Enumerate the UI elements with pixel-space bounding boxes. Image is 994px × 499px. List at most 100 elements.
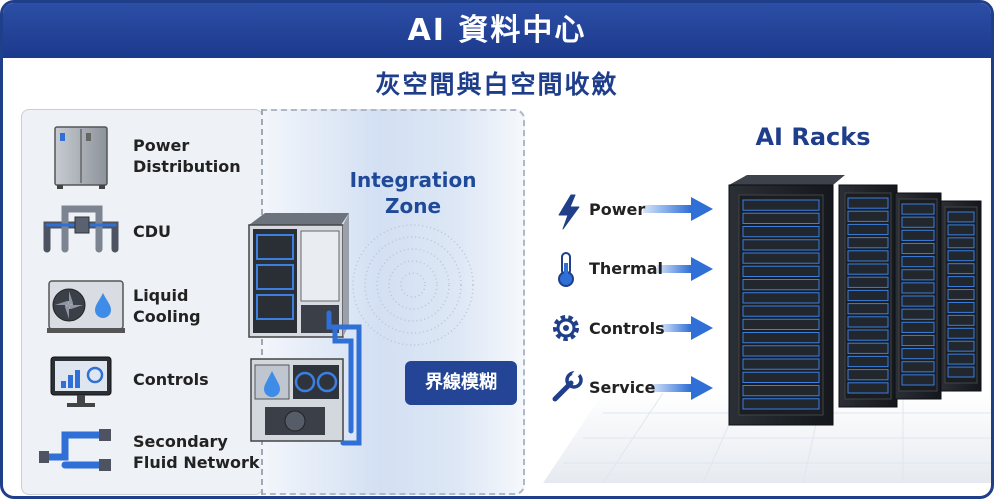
server-slot bbox=[901, 321, 935, 333]
thermometer-icon bbox=[558, 252, 574, 287]
flow-arrow bbox=[651, 376, 713, 400]
page-title: AI 資料中心 bbox=[3, 3, 991, 58]
item-label-power-distribution: Power Distribution bbox=[133, 135, 241, 177]
flow-label-thermal: Thermal bbox=[589, 259, 663, 278]
integration-zone-title: Integration Zone bbox=[333, 167, 493, 219]
label-line: Fluid Network bbox=[133, 453, 260, 472]
server-slot bbox=[847, 355, 889, 368]
server-slot bbox=[947, 224, 975, 236]
server-slot bbox=[901, 229, 935, 241]
zone-title-line: Integration bbox=[349, 168, 477, 192]
ai-rack bbox=[728, 175, 845, 426]
server-slot bbox=[847, 276, 889, 288]
server-slot bbox=[847, 316, 889, 328]
server-slot bbox=[901, 334, 935, 347]
server-slot bbox=[947, 289, 975, 300]
server-slot bbox=[742, 252, 820, 264]
server-slot bbox=[742, 265, 820, 277]
flow-arrow bbox=[657, 257, 713, 281]
server-slot bbox=[901, 361, 935, 373]
server-slot bbox=[901, 348, 935, 360]
flow-label-power: Power bbox=[589, 200, 646, 219]
server-slot bbox=[742, 358, 820, 370]
server-slot bbox=[847, 197, 889, 209]
server-slot bbox=[947, 327, 975, 339]
flow-arrow bbox=[643, 197, 713, 221]
wrench-icon bbox=[552, 369, 583, 402]
server-slot bbox=[742, 398, 820, 410]
server-slot bbox=[847, 263, 889, 275]
ripple-graphic bbox=[352, 224, 474, 346]
server-slot bbox=[947, 340, 975, 352]
label-line: Power bbox=[133, 136, 190, 155]
pipe-manifold-icon bbox=[43, 205, 119, 253]
server-slot bbox=[742, 226, 820, 238]
item-label-liquid-cooling: Liquid Cooling bbox=[133, 285, 201, 327]
server-slot bbox=[947, 211, 975, 223]
server-slot bbox=[901, 308, 935, 320]
item-label-controls: Controls bbox=[133, 369, 209, 390]
server-slot bbox=[947, 314, 975, 326]
server-slot bbox=[947, 301, 975, 313]
server-slot bbox=[947, 276, 975, 288]
server-slot bbox=[847, 289, 889, 302]
label-line: Cooling bbox=[133, 307, 201, 326]
server-slot bbox=[847, 342, 889, 354]
flow-arrow bbox=[661, 316, 713, 340]
server-slot bbox=[901, 295, 935, 307]
boundary-blur-badge: 界線模糊 bbox=[405, 361, 517, 405]
server-slot bbox=[901, 282, 935, 294]
fluid-pipe-icon bbox=[39, 429, 111, 471]
server-slot bbox=[847, 303, 889, 315]
monitor-icon bbox=[50, 356, 112, 407]
server-slot bbox=[742, 292, 820, 304]
label-line: Liquid bbox=[133, 286, 189, 305]
gear-icon bbox=[553, 315, 579, 341]
diagram-graphics bbox=[39, 126, 991, 484]
server-slot bbox=[742, 279, 820, 291]
server-slot bbox=[847, 382, 889, 394]
item-label-cdu: CDU bbox=[133, 221, 171, 242]
cooling-unit-icon bbox=[47, 280, 125, 333]
integration-rack-unit bbox=[248, 213, 349, 338]
label-line: Controls bbox=[133, 370, 209, 389]
item-label-secondary-fluid-network: Secondary Fluid Network bbox=[133, 431, 260, 473]
server-slot bbox=[742, 332, 820, 344]
server-slot bbox=[742, 199, 820, 211]
server-slot bbox=[901, 256, 935, 268]
server-slot bbox=[847, 369, 889, 381]
flow-label-controls: Controls bbox=[589, 319, 665, 338]
integration-cooling-unit bbox=[250, 358, 344, 442]
flow-label-service: Service bbox=[589, 378, 656, 397]
ai-rack bbox=[838, 184, 898, 408]
server-slot bbox=[742, 345, 820, 357]
ai-rack bbox=[940, 200, 982, 392]
server-slot bbox=[742, 318, 820, 330]
label-line: Secondary bbox=[133, 432, 228, 451]
zone-piping bbox=[326, 310, 362, 446]
ai-racks-title: AI Racks bbox=[755, 123, 871, 151]
server-slot bbox=[742, 212, 820, 224]
electrical-cabinet-icon bbox=[54, 126, 108, 189]
server-slot bbox=[947, 353, 975, 365]
server-slot bbox=[847, 250, 889, 262]
ai-rack-row bbox=[728, 175, 982, 426]
server-slot bbox=[901, 203, 935, 215]
zone-title-line: Zone bbox=[384, 194, 442, 218]
ai-rack bbox=[894, 192, 942, 400]
server-slot bbox=[847, 329, 889, 341]
server-slot bbox=[742, 239, 820, 251]
label-line: CDU bbox=[133, 222, 172, 241]
server-slot bbox=[742, 371, 820, 383]
server-slot bbox=[901, 269, 935, 281]
lightning-icon bbox=[558, 194, 580, 230]
server-slot bbox=[901, 242, 935, 255]
server-slot bbox=[901, 374, 935, 386]
page-subtitle: 灰空間與白空間收斂 bbox=[375, 70, 619, 99]
server-slot bbox=[947, 237, 975, 249]
server-slot bbox=[947, 250, 975, 262]
server-slot bbox=[901, 216, 935, 228]
server-slot bbox=[947, 263, 975, 275]
server-slot bbox=[947, 366, 975, 378]
